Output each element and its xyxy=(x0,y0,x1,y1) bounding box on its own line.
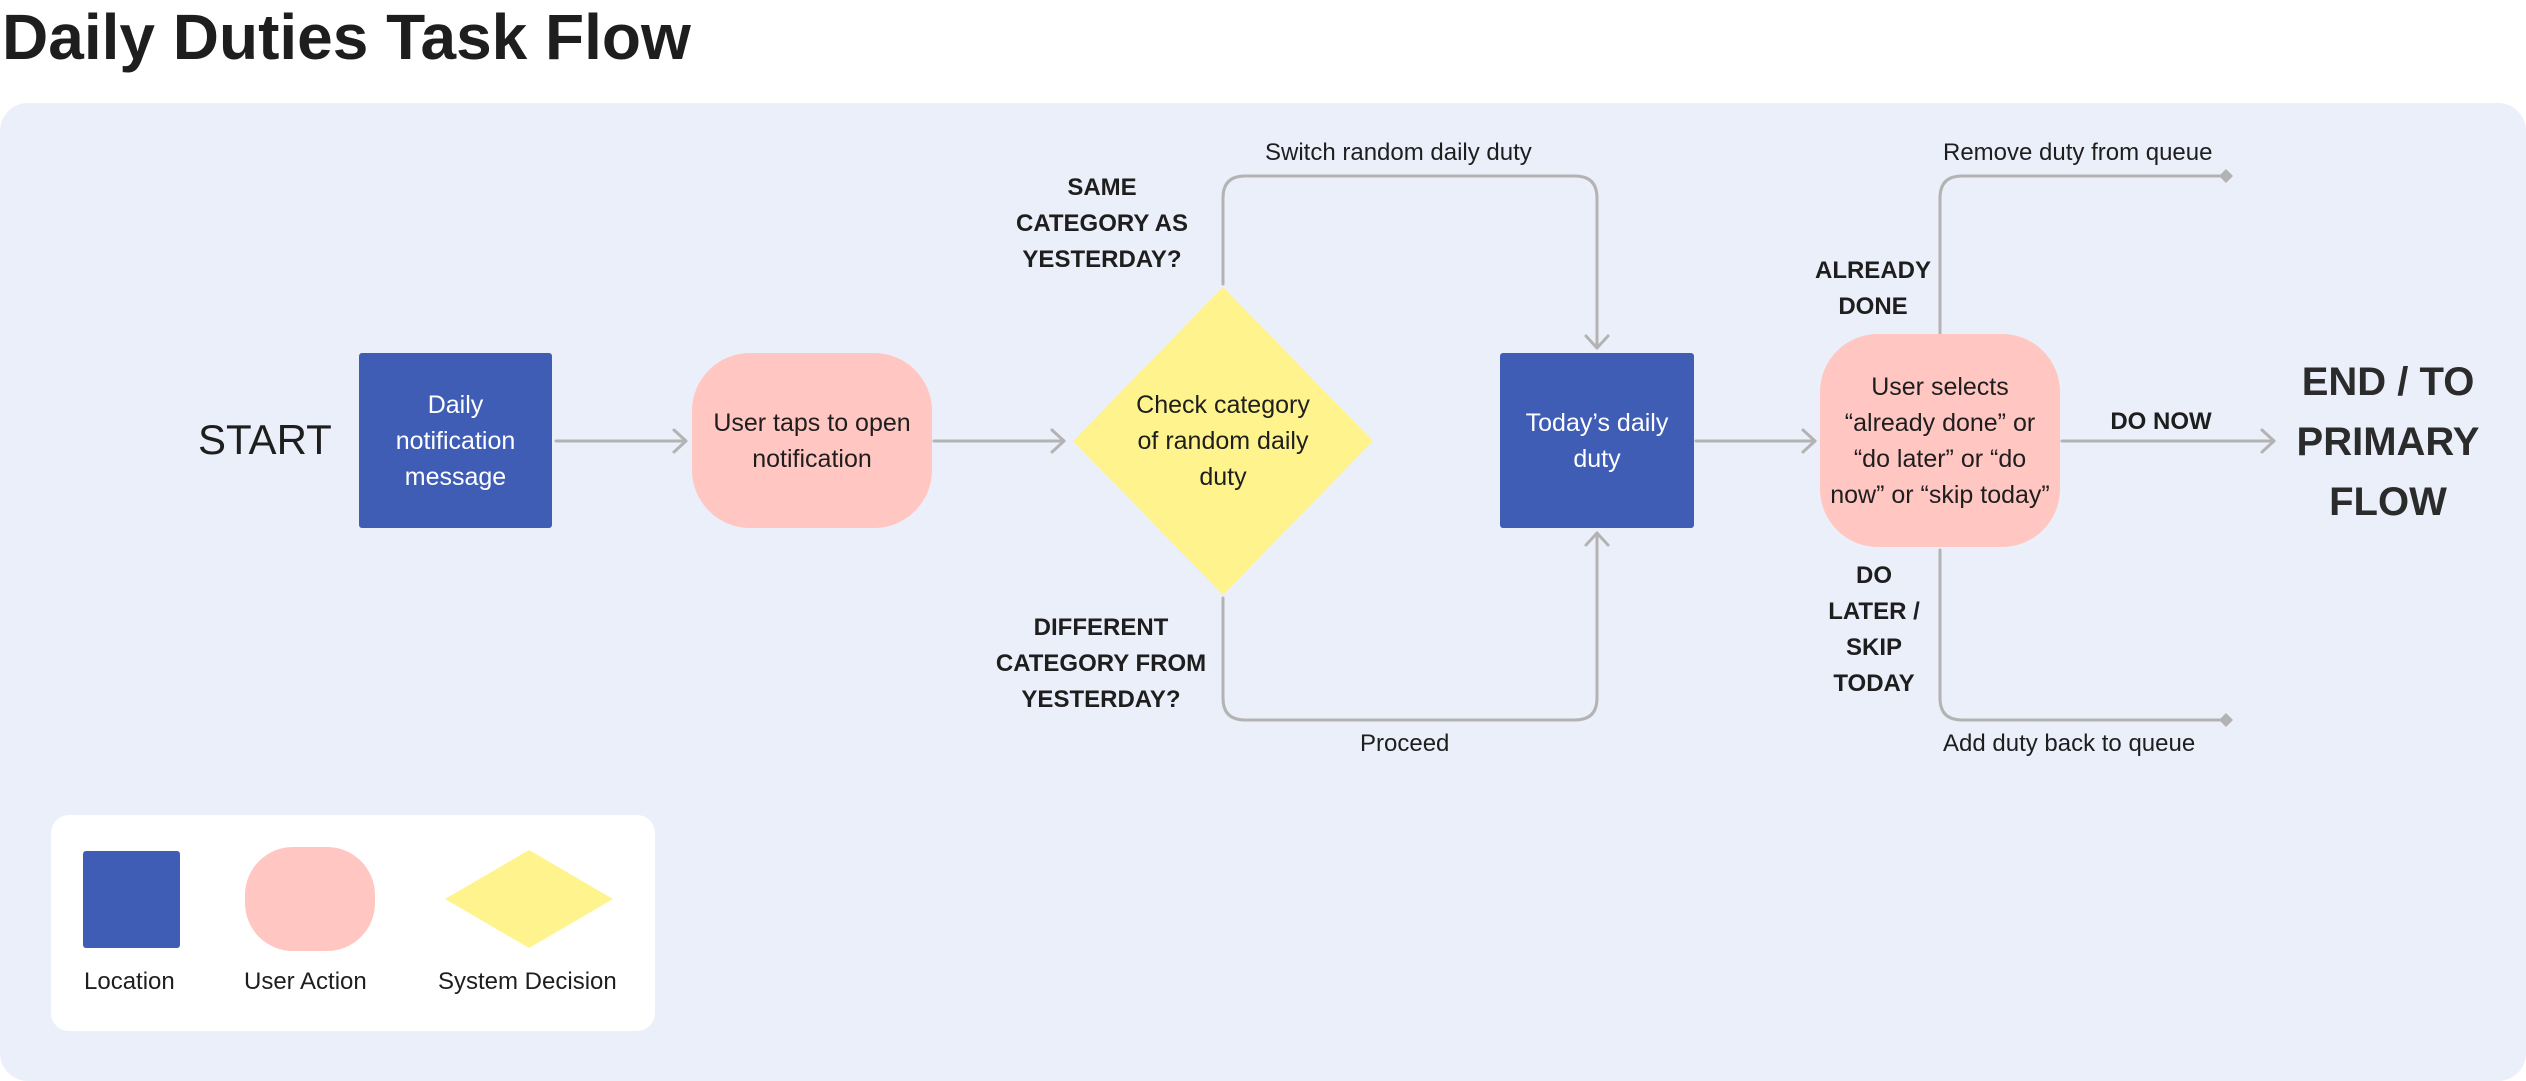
node-label: Daily notification message xyxy=(395,390,516,491)
arrowhead xyxy=(1584,531,1610,547)
legend-system-decision-label: System Decision xyxy=(438,968,617,995)
connector-already-done xyxy=(1938,174,2222,335)
condition-do-now: DO NOW xyxy=(2110,408,2212,435)
start-label: START xyxy=(198,416,332,463)
node-label: Check category of random daily duty xyxy=(1136,391,1310,491)
legend-location-swatch xyxy=(83,851,180,948)
page-title: Daily Duties Task Flow xyxy=(2,1,691,73)
legend: Location User Action System Decision xyxy=(51,815,655,1031)
connector-proceed xyxy=(1221,531,1599,722)
node-label: User selects “already done” or “do later… xyxy=(1830,372,2050,509)
condition-do-later-skip: DO LATER / SKIP TODAY xyxy=(1828,562,1920,697)
condition-same-category: SAME CATEGORY AS YESTERDAY? xyxy=(1015,174,1189,273)
legend-system-decision-swatch xyxy=(445,850,613,948)
node-daily-notification[interactable]: Daily notification message xyxy=(359,353,552,528)
arrowhead xyxy=(2260,428,2276,454)
node-user-selects[interactable]: User selects “already done” or “do later… xyxy=(1820,334,2060,547)
condition-different-category: DIFFERENT CATEGORY FROM YESTERDAY? xyxy=(995,614,1207,713)
end-label-line: PRIMARY xyxy=(2296,420,2480,464)
arrowhead xyxy=(1584,334,1610,350)
arrowhead xyxy=(672,428,688,454)
node-label: User taps to open notification xyxy=(713,408,911,473)
edge-label-remove-duty: Remove duty from queue xyxy=(1943,139,2213,166)
connector-switch-duty xyxy=(1221,174,1599,350)
node-user-taps[interactable]: User taps to open notification xyxy=(692,353,932,528)
edge-label-proceed: Proceed xyxy=(1360,730,1450,757)
end-label-line: END / TO xyxy=(2301,360,2475,404)
node-check-category[interactable]: Check category of random daily duty xyxy=(1133,370,1313,512)
end-label-line: FLOW xyxy=(2329,480,2447,524)
node-todays-duty[interactable]: Today’s daily duty xyxy=(1500,353,1694,528)
edge-label-add-duty-back: Add duty back to queue xyxy=(1943,730,2196,757)
condition-already-done: ALREADY DONE xyxy=(1814,257,1931,320)
end-dot xyxy=(2219,169,2233,183)
legend-location-label: Location xyxy=(84,968,175,995)
legend-user-action-label: User Action xyxy=(244,968,367,995)
end-label: END / TO PRIMARY FLOW xyxy=(2290,352,2486,532)
legend-user-action-swatch xyxy=(245,847,375,951)
arrowhead xyxy=(1050,428,1066,454)
arrowhead xyxy=(1801,428,1817,454)
connector-do-later xyxy=(1938,548,2222,722)
node-label: Today’s daily duty xyxy=(1525,408,1669,473)
edge-label-switch-duty: Switch random daily duty xyxy=(1265,139,1532,166)
end-dot xyxy=(2219,713,2233,727)
check-category-diamond-shape xyxy=(1073,287,1373,595)
